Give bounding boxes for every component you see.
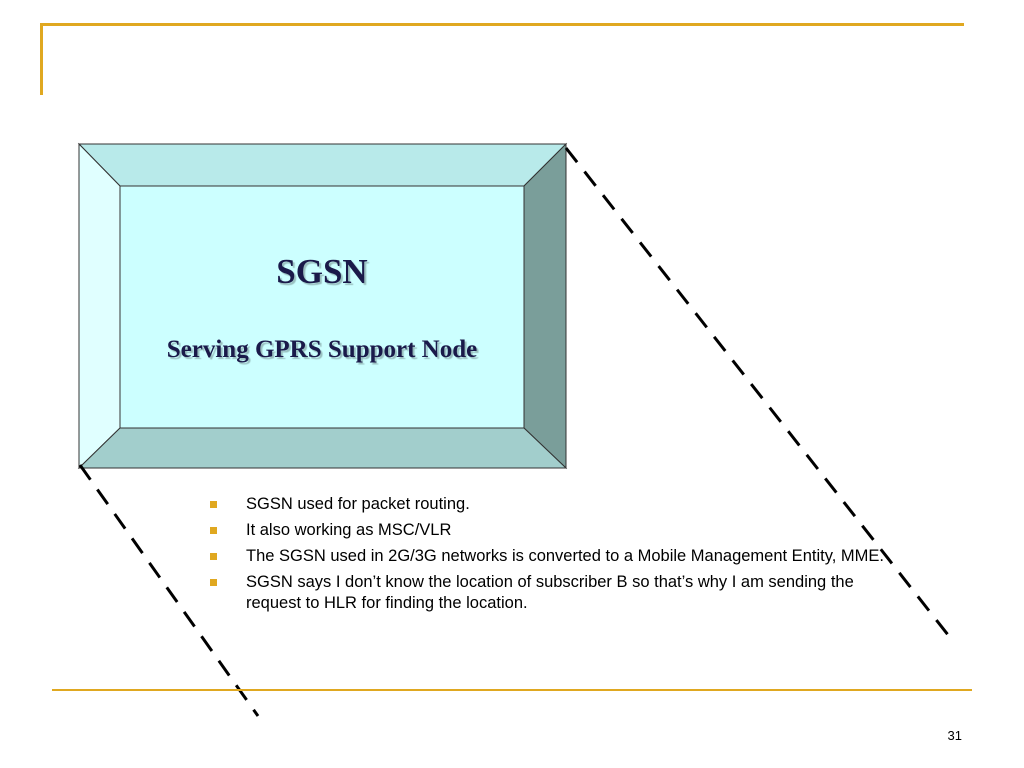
box-title: SGSN [276, 252, 368, 291]
bevel-bottom [77, 427, 568, 469]
accent-line-left [40, 23, 43, 95]
bullet-item: SGSN says I don’t know the location of s… [210, 572, 890, 614]
accent-line-bottom [52, 689, 972, 691]
square-bullet-icon [210, 501, 217, 508]
bullet-text: The SGSN used in 2G/3G networks is conve… [246, 547, 884, 565]
dashed-line-right [564, 147, 954, 641]
accent-line-top [42, 23, 964, 26]
box-subtitle: Serving GPRS Support Node [166, 336, 478, 363]
bullet-text: SGSN says I don’t know the location of s… [246, 573, 854, 612]
bullet-text: It also working as MSC/VLR [246, 521, 452, 539]
bullet-text: SGSN used for packet routing. [246, 495, 470, 513]
square-bullet-icon [210, 579, 217, 586]
bullet-item: It also working as MSC/VLR [210, 520, 890, 541]
page-number: 31 [947, 728, 962, 743]
bullet-list: SGSN used for packet routing. It also wo… [210, 494, 890, 619]
bevel-right [523, 142, 567, 470]
box-text: SGSN Serving GPRS Support Node [120, 186, 524, 428]
bullet-item: SGSN used for packet routing. [210, 494, 890, 515]
bevel-left [78, 142, 121, 470]
square-bullet-icon [210, 527, 217, 534]
dashed-line-left [78, 464, 260, 717]
bullet-item: The SGSN used in 2G/3G networks is conve… [210, 546, 890, 567]
bevel-top [77, 143, 568, 187]
square-bullet-icon [210, 553, 217, 560]
bevel-face [119, 185, 525, 429]
